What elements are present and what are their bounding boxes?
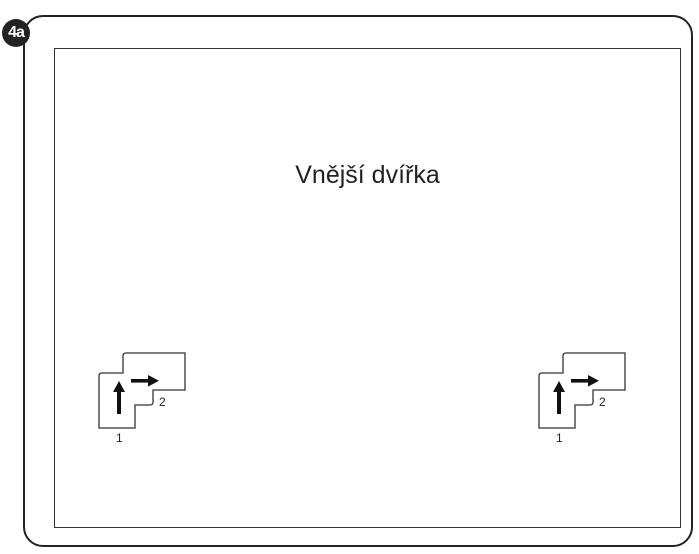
step-1-label: 1 xyxy=(556,431,563,445)
panel-title: Vnější dvířka xyxy=(295,161,440,189)
arrow-up-icon-head xyxy=(553,381,565,392)
arrow-right-icon-head xyxy=(588,375,599,387)
latch-diagram-left-svg: 1 2 xyxy=(98,352,186,445)
step-2-label: 2 xyxy=(159,395,166,409)
door-panel: Vnější dvířka 1 2 1 2 xyxy=(54,48,681,528)
latch-diagram-right: 1 2 xyxy=(535,350,635,455)
arrow-up-icon xyxy=(557,390,561,414)
step-2-label: 2 xyxy=(599,395,606,409)
latch-diagram-right-svg: 1 2 xyxy=(538,352,626,445)
latch-diagram-left: 1 2 xyxy=(95,350,195,455)
step-1-label: 1 xyxy=(116,431,123,445)
arrow-right-icon-head xyxy=(148,375,159,387)
arrow-up-icon-head xyxy=(113,381,125,392)
arrow-right-icon xyxy=(571,379,589,383)
latch-outline xyxy=(98,352,186,429)
latch-outline xyxy=(538,352,626,429)
arrow-right-icon xyxy=(131,379,149,383)
figure-badge: 4a xyxy=(2,19,30,47)
arrow-up-icon xyxy=(117,390,121,414)
figure-frame xyxy=(23,15,693,547)
